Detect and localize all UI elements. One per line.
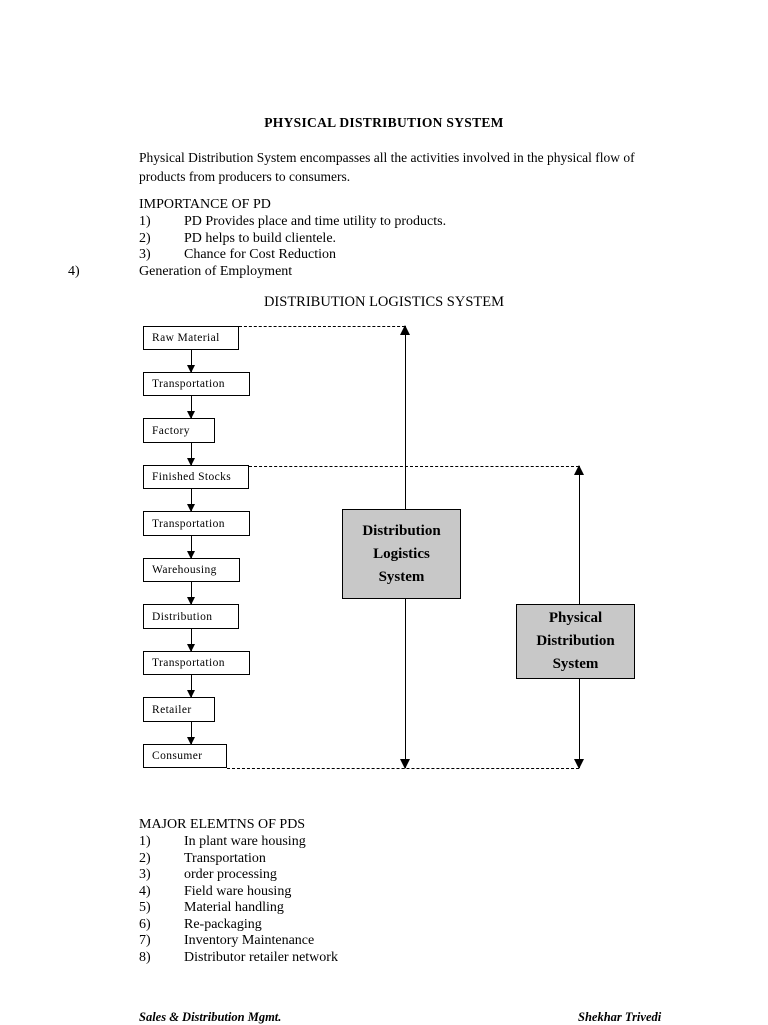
list-item: 4) Field ware housing: [139, 884, 338, 901]
list-item: 7) Inventory Maintenance: [139, 933, 338, 950]
importance-item-4: 4) Generation of Employment: [68, 264, 292, 281]
connector-arrow-1: [187, 350, 195, 373]
list-item-number: 1): [139, 214, 151, 229]
connector-arrow-4: [187, 489, 195, 512]
flow-box-label: Retailer: [152, 703, 192, 716]
list-item-label: Re-packaging: [184, 916, 262, 932]
intro-paragraph: Physical Distribution System encompasses…: [139, 150, 635, 184]
flow-box-label: Transportation: [152, 378, 225, 390]
list-item-label: Field ware housing: [184, 883, 292, 899]
dashed-leader-middle: [249, 466, 579, 467]
list-item-label: Chance for Cost Reduction: [184, 247, 337, 262]
list-item: 1) In plant ware housing: [139, 834, 338, 851]
major-elements-list: 1) In plant ware housing 2) Transportation…: [139, 834, 338, 966]
flow-box-label: Transportation: [152, 657, 225, 669]
importance-list: 1) PD Provides place and time utility to …: [139, 214, 446, 264]
connector-arrow-7: [187, 629, 195, 652]
connector-arrow-2: [187, 396, 195, 419]
flow-box-consumer: Consumer: [143, 744, 227, 768]
flow-box-label: Raw Material: [152, 332, 220, 344]
list-item-number: 4): [68, 264, 80, 279]
list-item-number: 4): [139, 883, 151, 899]
list-item-label: PD helps to build clientele.: [184, 230, 337, 246]
flow-box-label: Factory: [152, 424, 190, 437]
flow-box-transportation-1: Transportation: [143, 372, 250, 396]
connector-arrow-6: [187, 582, 195, 605]
list-item: 2) PD helps to build clientele.: [139, 231, 446, 248]
flow-box-warehousing: Warehousing: [143, 558, 240, 582]
list-item-label: order processing: [184, 867, 277, 882]
connector-arrow-9: [187, 722, 195, 745]
list-item: 2) Transportation: [139, 851, 338, 868]
flow-box-distribution: Distribution: [143, 604, 239, 629]
flow-box-transportation-3: Transportation: [143, 651, 250, 675]
callout-physical-distribution-system: Physical Distribution System: [516, 604, 635, 679]
connector-arrow-3: [187, 443, 195, 466]
list-item-number: 7): [139, 933, 151, 948]
diagram-title: DISTRIBUTION LOGISTICS SYSTEM: [263, 294, 505, 310]
callout-line: Physical: [548, 610, 603, 626]
list-item-label: PD Provides place and time utility to pr…: [184, 214, 447, 229]
callout-line: System: [552, 656, 599, 672]
callout-line: Logistics: [373, 545, 430, 562]
flow-box-factory: Factory: [143, 418, 215, 443]
major-elements-heading: MAJOR ELEMTNS OF PDS: [139, 817, 306, 832]
list-item-number: 1): [139, 834, 151, 849]
list-item-label: Material handling: [184, 900, 284, 915]
callout-line: Distribution: [536, 633, 615, 649]
footer-right: Shekhar Trivedi: [578, 1010, 662, 1024]
list-item-label: In plant ware housing: [184, 834, 306, 849]
callout-distribution-logistics-system: Distribution Logistics System: [342, 509, 461, 599]
list-item-number: 2): [139, 230, 151, 246]
connector-arrow-8: [187, 675, 195, 698]
flow-box-finished-stocks: Finished Stocks: [143, 465, 249, 489]
page-title: PHYSICAL DISTRIBUTION SYSTEM: [264, 115, 504, 130]
flow-box-label: Consumer: [152, 750, 203, 762]
callout-line: System: [378, 568, 425, 585]
list-item: 3) order processing: [139, 867, 338, 884]
dashed-leader-top: [239, 326, 405, 327]
list-item-label: Distributor retailer network: [184, 949, 338, 965]
flow-box-retailer: Retailer: [143, 697, 215, 722]
list-item-label: Inventory Maintenance: [184, 933, 315, 948]
list-item-number: 5): [139, 900, 151, 915]
flow-box-transportation-2: Transportation: [143, 511, 250, 536]
list-item-label: Generation of Employment: [139, 264, 293, 279]
flow-box-label: Finished Stocks: [152, 471, 232, 483]
list-item: 3) Chance for Cost Reduction: [139, 247, 446, 264]
connector-arrow-5: [187, 536, 195, 559]
flow-box-label: Distribution: [152, 610, 213, 623]
list-item-number: 3): [139, 867, 151, 882]
list-item-number: 8): [139, 949, 151, 965]
list-item: 1) PD Provides place and time utility to …: [139, 214, 446, 231]
list-item: 8) Distributor retailer network: [139, 950, 338, 967]
list-item-number: 2): [139, 850, 151, 866]
importance-heading: IMPORTANCE OF PD: [139, 197, 271, 212]
list-item: 5) Material handling: [139, 900, 338, 917]
flow-box-label: Warehousing: [152, 564, 217, 576]
flow-box-raw-material: Raw Material: [143, 326, 239, 350]
list-item-number: 3): [139, 247, 151, 262]
footer-left: Sales & Distribution Mgmt.: [139, 1010, 282, 1024]
list-item: 6) Re-packaging: [139, 917, 338, 934]
flow-box-label: Transportation: [152, 517, 225, 530]
callout-line: Distribution: [362, 522, 441, 539]
list-item-number: 6): [139, 916, 151, 932]
list-item-label: Transportation: [184, 850, 266, 866]
